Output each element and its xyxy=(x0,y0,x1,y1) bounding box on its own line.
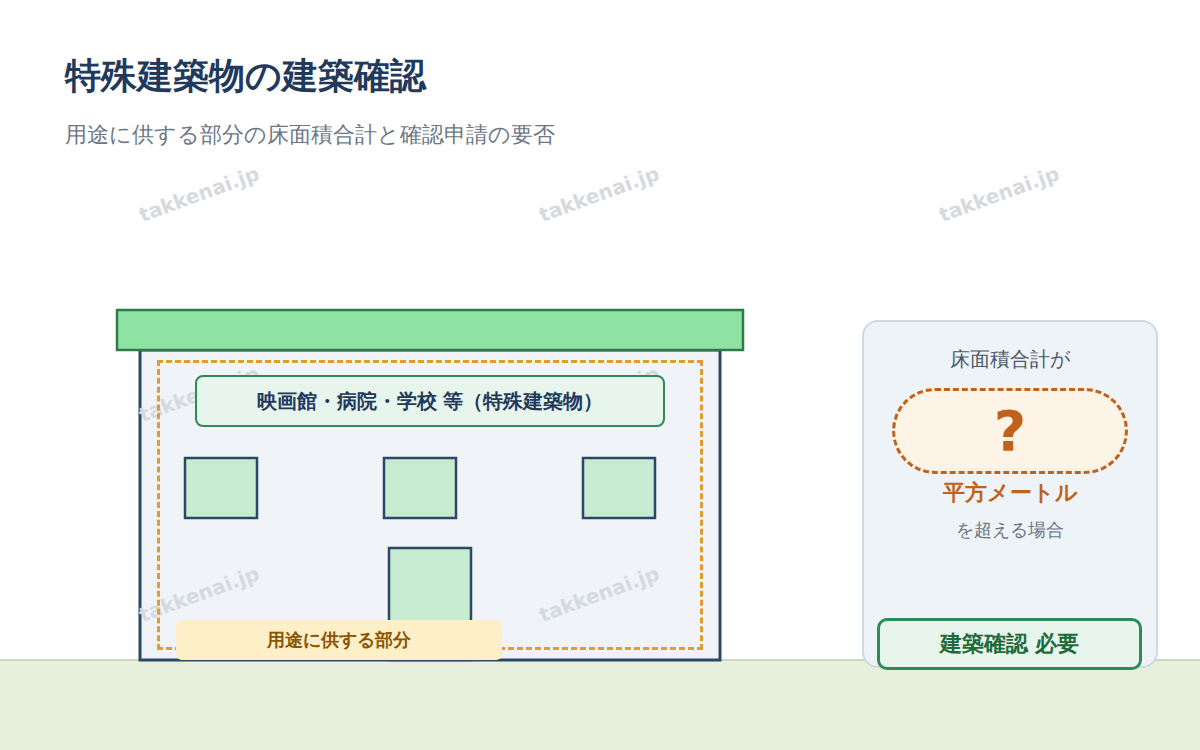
unknown-area-capsule: ? xyxy=(892,388,1128,474)
result-box: 建築確認 必要 xyxy=(877,618,1142,670)
window xyxy=(185,458,257,518)
question-mark: ? xyxy=(994,397,1026,464)
condition-text: を超える場合 xyxy=(864,517,1156,543)
condition-panel: 床面積合計が平方メートルを超える場合? 建築確認 必要 xyxy=(862,320,1158,668)
subtitle: 用途に供する部分の床面積合計と確認申請の要否 xyxy=(65,120,555,150)
watermark: takkenai.jp xyxy=(936,161,1063,227)
unit-text: 平方メートル xyxy=(864,478,1156,508)
roof xyxy=(117,310,743,350)
ground xyxy=(0,660,1200,750)
window xyxy=(583,458,655,518)
condition-text: 床面積合計が xyxy=(864,344,1156,374)
watermark: takkenai.jp xyxy=(536,161,663,227)
use-area-region: 用途に供する部分映画館・病院・学校 等（特殊建築物） xyxy=(157,360,703,650)
building-body xyxy=(140,350,720,660)
building-type-text: 映画館・病院・学校 等（特殊建築物） xyxy=(257,389,604,413)
window xyxy=(384,458,456,518)
building-type-label: 映画館・病院・学校 等（特殊建築物） xyxy=(195,375,665,427)
title: 特殊建築物の建築確認 xyxy=(65,52,426,101)
watermark: takkenai.jp xyxy=(136,161,263,227)
use-area-tag: 用途に供する部分 xyxy=(176,620,502,660)
result-text: 建築確認 必要 xyxy=(940,631,1080,657)
